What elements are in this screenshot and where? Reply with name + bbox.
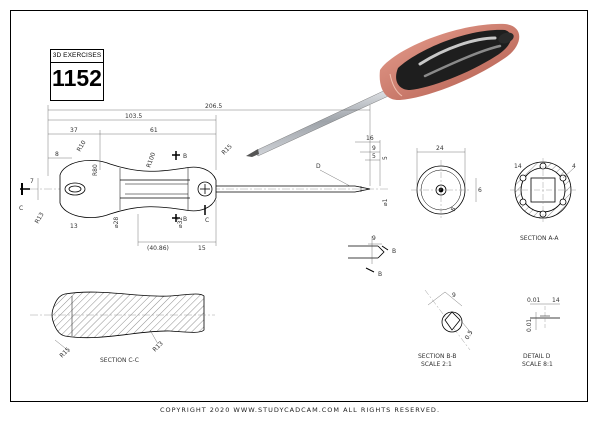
marker-b-detail-bottom: B <box>378 271 382 278</box>
marker-b-detail-top: B <box>392 248 396 255</box>
dim-0-01: 0.01 <box>527 297 541 304</box>
end-view <box>411 148 477 220</box>
dim-37: 37 <box>70 127 78 134</box>
dim-8b: 8 <box>450 206 458 213</box>
section-aa-label: SECTION A-A <box>520 235 559 242</box>
section-bb-label: SECTION B-B <box>418 353 457 360</box>
tip-detail <box>348 236 389 273</box>
dim-r80: R80 <box>92 164 99 176</box>
badge-divider <box>51 62 103 63</box>
dim-14: 14 <box>514 163 522 170</box>
dim-16: 16 <box>366 135 374 142</box>
badge-label: 3D EXERCISES <box>52 52 102 59</box>
marker-c-right: C <box>205 217 209 224</box>
dim-28: ⌀28 <box>113 217 120 228</box>
marker-d: D <box>316 163 321 170</box>
dim-r10: R10 <box>76 139 88 153</box>
dim-5a: 5 <box>372 153 376 160</box>
dim-5b: 5 <box>382 156 389 160</box>
dim-15: 15 <box>198 245 206 252</box>
dim-overall-length: 206.5 <box>205 103 222 110</box>
dim-8: 8 <box>55 151 59 158</box>
dim-40-86: (40.86) <box>147 245 169 252</box>
section-aa-view <box>510 158 576 222</box>
dim-r15-cc: R15 <box>58 346 71 359</box>
marker-b-top: B <box>183 153 187 160</box>
dim-9: 9 <box>372 145 376 152</box>
drawing-border <box>10 10 588 402</box>
dim-handle-length: 103.5 <box>125 113 142 120</box>
exercise-number: 1152 <box>52 65 102 91</box>
section-bb-view <box>424 289 473 351</box>
side-view-dimensions <box>37 105 381 246</box>
section-cc-view <box>30 291 215 353</box>
dim-24: 24 <box>436 145 444 152</box>
dim-01: ⌀1 <box>382 198 389 206</box>
exercise-badge: 3D EXERCISES 1152 <box>50 49 104 101</box>
section-cc-label: SECTION C-C <box>100 357 139 364</box>
dim-r13-cc: R13 <box>151 340 164 353</box>
dim-14b: 14 <box>552 297 560 304</box>
screwdriver-render <box>246 23 520 157</box>
marker-c-left: C <box>19 205 23 212</box>
dim-r100: R100 <box>145 151 157 168</box>
detail-d-view <box>530 303 560 330</box>
dim-32: ⌀32 <box>177 217 184 228</box>
dim-13: 13 <box>70 223 78 230</box>
dim-7: 7 <box>30 178 34 185</box>
dim-0-5: 0.5 <box>464 329 475 341</box>
dim-0-01v: 0.01 <box>526 318 533 332</box>
dim-9b: 9 <box>372 235 376 242</box>
side-view <box>20 151 390 222</box>
detail-d-scale: SCALE 8:1 <box>522 361 553 368</box>
section-bb-scale: SCALE 2:1 <box>421 361 452 368</box>
dim-r13: R13 <box>34 211 46 225</box>
copyright-footer: COPYRIGHT 2020 WWW.STUDYCADCAM.COM ALL R… <box>159 406 441 414</box>
detail-d-label: DETAIL D <box>523 353 551 360</box>
dim-9-bb: 9 <box>452 292 456 299</box>
dim-4: 4 <box>572 163 576 170</box>
dim-61: 61 <box>150 127 158 134</box>
dim-r15: R15 <box>220 143 233 156</box>
dim-6: 6 <box>478 187 482 194</box>
marker-b-bottom: B <box>183 216 187 223</box>
